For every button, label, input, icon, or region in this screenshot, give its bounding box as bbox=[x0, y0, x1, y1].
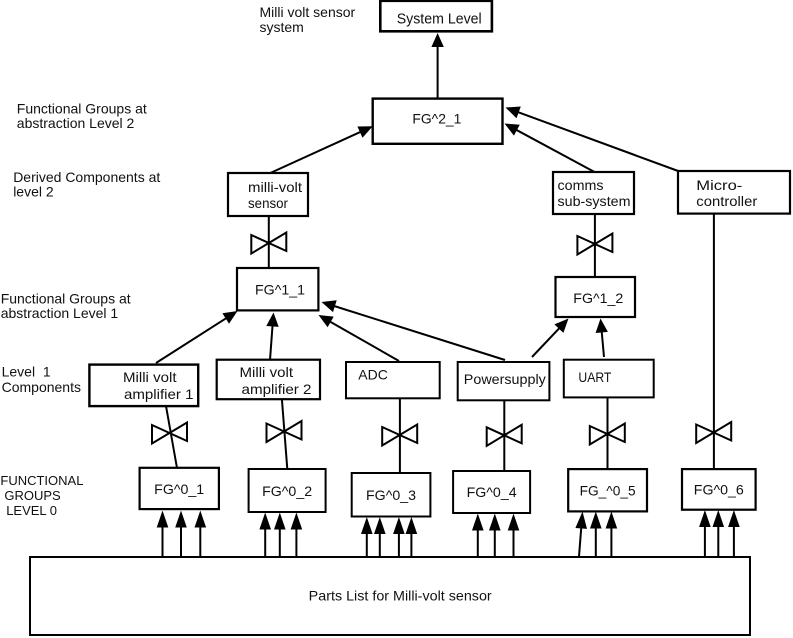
svg-text:Level 1: Level 1 bbox=[2, 363, 51, 379]
svg-text:Derived Components at: Derived Components at bbox=[13, 169, 160, 185]
svg-text:FG^0_2: FG^0_2 bbox=[262, 483, 312, 499]
svg-text:FUNCTIONAL: FUNCTIONAL bbox=[0, 473, 83, 488]
svg-text:Milli volt: Milli volt bbox=[123, 369, 177, 385]
svg-text:FG^0_1: FG^0_1 bbox=[154, 481, 204, 497]
svg-text:FG^0_6: FG^0_6 bbox=[694, 482, 744, 498]
svg-text:comms: comms bbox=[558, 177, 604, 193]
svg-text:UART: UART bbox=[578, 369, 611, 385]
svg-text:Milli volt: Milli volt bbox=[240, 364, 294, 380]
svg-text:amplifier 1: amplifier 1 bbox=[124, 386, 194, 402]
svg-text:Functional Groups at: Functional Groups at bbox=[17, 101, 147, 117]
svg-text:controller: controller bbox=[696, 193, 757, 209]
svg-text:milli-volt: milli-volt bbox=[248, 179, 302, 195]
svg-text:FG^2_1: FG^2_1 bbox=[412, 111, 461, 127]
svg-text:FG^1_1: FG^1_1 bbox=[255, 282, 305, 298]
svg-text:FG_^0_5: FG_^0_5 bbox=[580, 483, 636, 499]
svg-text:abstraction Level 1: abstraction Level 1 bbox=[1, 305, 119, 321]
svg-text:Functional Groups at: Functional Groups at bbox=[1, 290, 131, 306]
svg-text:FG^0_3: FG^0_3 bbox=[366, 487, 416, 503]
svg-text:Components: Components bbox=[2, 379, 81, 395]
svg-text:Milli volt sensor: Milli volt sensor bbox=[260, 4, 356, 20]
svg-text:Micro-: Micro- bbox=[696, 177, 742, 193]
svg-text:GROUPS: GROUPS bbox=[4, 488, 61, 503]
svg-text:abstraction Level 2: abstraction Level 2 bbox=[17, 115, 135, 131]
svg-text:sub-system: sub-system bbox=[558, 193, 631, 209]
svg-text:System Level: System Level bbox=[397, 11, 482, 27]
svg-text:FG^0_4: FG^0_4 bbox=[467, 484, 517, 500]
svg-text:amplifier 2: amplifier 2 bbox=[242, 381, 312, 397]
svg-text:sensor: sensor bbox=[248, 195, 288, 211]
svg-text:Powersupply: Powersupply bbox=[464, 371, 546, 387]
svg-text:LEVEL 0: LEVEL 0 bbox=[6, 503, 57, 518]
svg-text:level 2: level 2 bbox=[13, 184, 54, 200]
svg-text:ADC: ADC bbox=[358, 367, 388, 383]
svg-text:FG^1_2: FG^1_2 bbox=[573, 290, 623, 306]
svg-text:system: system bbox=[260, 19, 304, 35]
svg-text:Parts List for Milli-volt sens: Parts List for Milli-volt sensor bbox=[309, 588, 492, 604]
